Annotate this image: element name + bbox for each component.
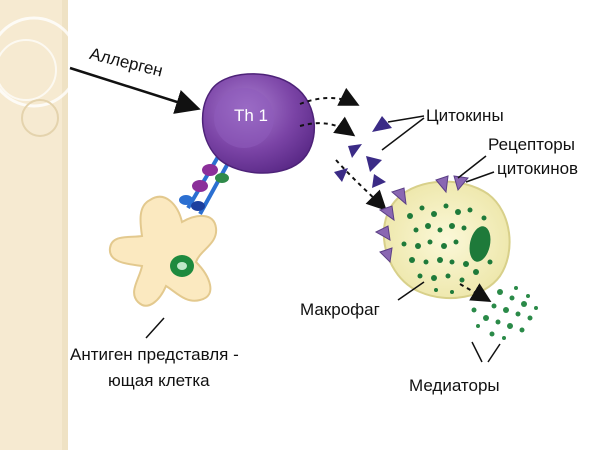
macrophage-label: Макрофаг: [300, 300, 380, 319]
th1-label: Th 1: [234, 106, 269, 125]
antigen-presenting-cell: [108, 195, 218, 307]
macrophage-nucleus: [469, 226, 491, 262]
cytokine-molecules: [334, 116, 392, 188]
macrophage-granules: [401, 203, 493, 294]
macrophage-leader-line: [397, 281, 425, 301]
receptors-pointers: [457, 155, 495, 183]
mediators-label: Медиаторы: [409, 376, 500, 395]
apc-leader-line: [145, 317, 165, 339]
tcr-complex: [179, 148, 234, 215]
slide-sidebar: [0, 0, 80, 450]
cytokine-receptors-label-line1: Рецепторы: [488, 135, 575, 154]
mediators-cloud: [471, 286, 538, 340]
allergen-arrow: [69, 66, 201, 114]
apc-label-line2: ющая клетка: [108, 371, 210, 390]
cytokines-label: Цитокины: [426, 106, 504, 125]
cytokine-receptors: [374, 175, 469, 264]
th1-cell: [201, 73, 315, 174]
cytokine-paths: [299, 87, 387, 211]
apc-label-line1: Антиген представля -: [70, 345, 239, 364]
cytokines-pointers: [381, 115, 425, 151]
mediators-pointers: [471, 341, 501, 363]
cytokine-receptors-label-line2: цитокинов: [497, 159, 579, 178]
mediator-path: [459, 283, 492, 303]
